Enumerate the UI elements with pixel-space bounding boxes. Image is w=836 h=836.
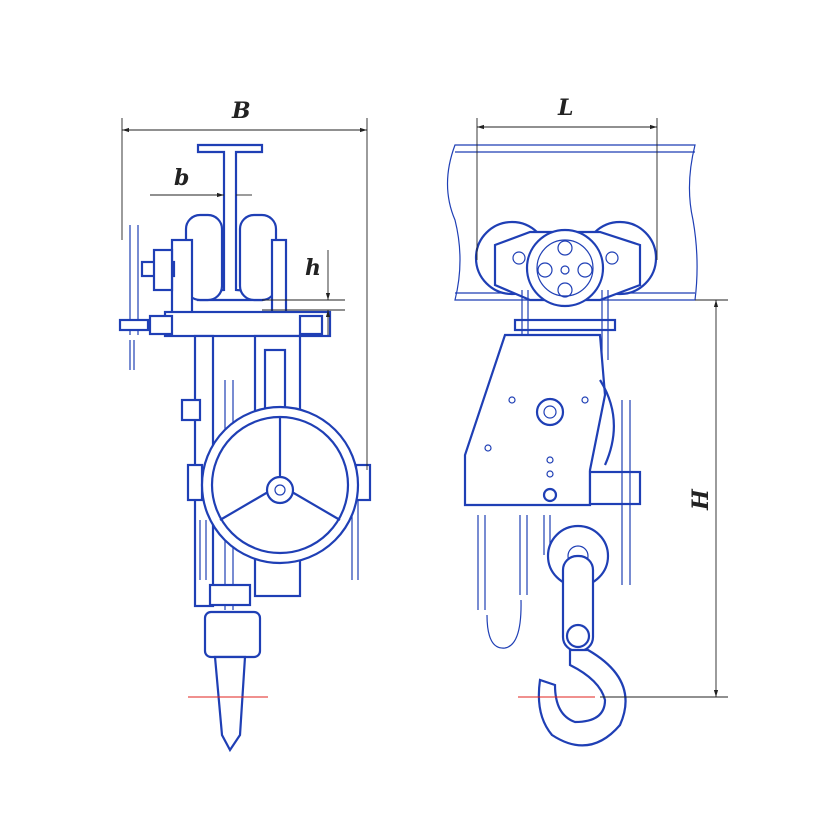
dimension-B: B (121, 98, 368, 470)
label-L: L (557, 95, 573, 121)
label-B: B (231, 98, 251, 124)
hook-assembly (537, 524, 627, 747)
hoist-body-front (463, 333, 642, 649)
cross-axle (148, 310, 332, 338)
label-h: h (305, 255, 321, 281)
label-H: H (688, 488, 714, 511)
dimension-h: h (262, 250, 345, 335)
dimension-b: b (150, 165, 252, 198)
dimension-L: L (476, 95, 658, 260)
front-view: L H (446, 95, 728, 747)
trolley (474, 220, 658, 360)
handwheel (200, 405, 360, 565)
side-view: B b h (118, 98, 372, 753)
hook-block (203, 583, 262, 753)
side-chain-sprocket (118, 225, 176, 370)
dimension-H: H (600, 299, 728, 698)
label-b: b (174, 165, 189, 191)
